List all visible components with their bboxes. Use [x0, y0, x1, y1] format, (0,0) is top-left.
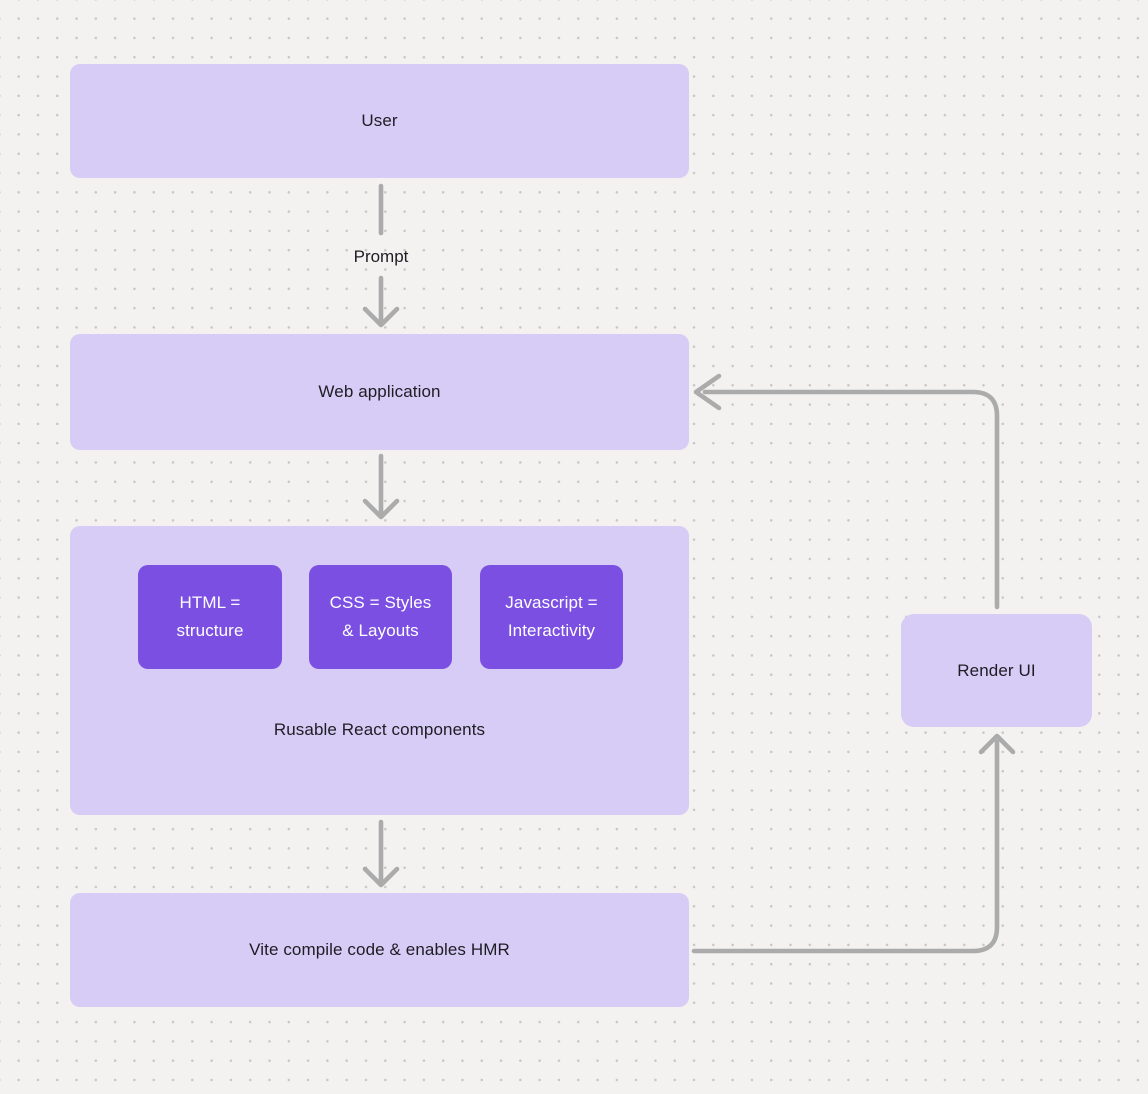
arrow-up-icon — [978, 733, 1016, 755]
node-javascript[interactable]: Javascript = Interactivity — [480, 565, 623, 669]
node-css[interactable]: CSS = Styles & Layouts — [309, 565, 452, 669]
node-html-label: HTML = structure — [176, 593, 244, 640]
node-css-label: CSS = Styles & Layouts — [329, 593, 432, 640]
node-html[interactable]: HTML = structure — [138, 565, 282, 669]
arrow-left-icon — [693, 373, 722, 411]
edge-label-prompt: Prompt — [353, 247, 409, 266]
arrow-down-icon — [362, 306, 400, 328]
arrow-down-icon — [362, 866, 400, 888]
node-vite-label: Vite compile code & enables HMR — [249, 940, 510, 959]
node-web-application[interactable]: Web application — [70, 334, 689, 450]
connector-vite-to-renderui — [691, 739, 1000, 954]
node-web-application-label: Web application — [318, 382, 441, 401]
node-render-ui[interactable]: Render UI — [901, 614, 1092, 727]
node-javascript-label: Javascript = Interactivity — [505, 593, 598, 640]
arrow-down-icon — [362, 498, 400, 520]
node-render-ui-label: Render UI — [957, 660, 1036, 680]
node-vite[interactable]: Vite compile code & enables HMR — [70, 893, 689, 1007]
node-user[interactable]: User — [70, 64, 689, 178]
node-user-label: User — [361, 111, 398, 130]
node-components-group[interactable]: HTML = structure CSS = Styles & Layouts … — [70, 526, 689, 815]
node-components-group-label: Rusable React components — [273, 720, 486, 739]
connector-renderui-to-webapp — [702, 389, 1000, 610]
